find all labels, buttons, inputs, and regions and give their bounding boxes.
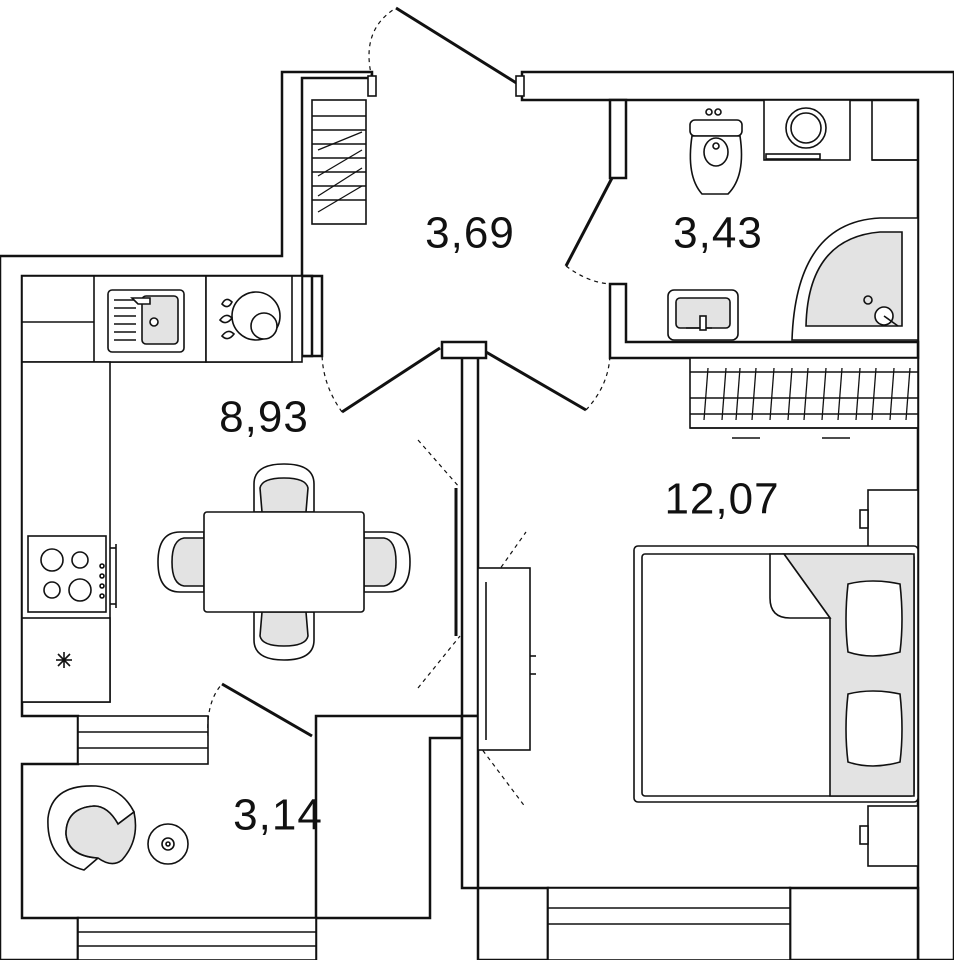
washing-machine-icon [763, 99, 851, 161]
walls [0, 70, 954, 960]
kitchen-sink-icon [107, 289, 185, 353]
dishwasher-icon [218, 291, 281, 341]
wardrobe [311, 99, 367, 225]
balcony-area-label: 3,14 [233, 791, 323, 840]
bathroom-area-label: 3,43 [673, 209, 763, 258]
kitchen: 8,93 [21, 275, 411, 703]
bedroom-wardrobe [689, 357, 919, 439]
balcony: 3,14 [47, 785, 323, 871]
kitchen-area-label: 8,93 [219, 393, 309, 442]
dining-table-icon [157, 463, 411, 661]
bathroom: 3,43 [667, 99, 919, 341]
doors [207, 6, 615, 809]
bedroom-area-label: 12,07 [664, 475, 779, 524]
armchair-icon [47, 785, 137, 871]
fridge-icon [21, 617, 111, 703]
hall-area-label: 3,69 [425, 209, 515, 258]
side-table-icon [147, 823, 189, 865]
sink-icon [667, 289, 739, 341]
bed-icon [633, 545, 919, 803]
toilet-icon [689, 108, 743, 195]
hall: 3,69 [311, 99, 515, 258]
windows [77, 715, 791, 960]
shower-icon [791, 217, 919, 341]
bedroom: 12,07 [477, 475, 919, 867]
stove-icon [27, 535, 117, 613]
tv-stand-icon [477, 567, 536, 751]
